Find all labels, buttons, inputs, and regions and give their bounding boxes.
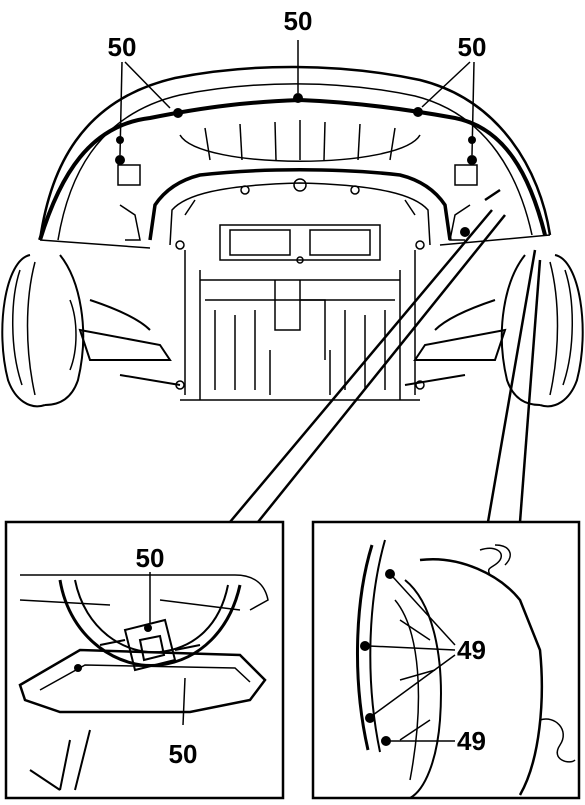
fastener-dots-50 — [115, 93, 477, 237]
inset-right-tyre — [419, 557, 544, 796]
inset-right-callout-upper: 49 — [457, 635, 486, 665]
callout-top-left: 50 — [108, 32, 137, 62]
inset-right-wheel-spokes — [399, 619, 436, 741]
inset-left: 50 50 — [4, 520, 285, 800]
fastener-50-low-right — [460, 227, 470, 237]
splash-shield-outline — [148, 168, 452, 241]
callout-top-center: 50 — [284, 6, 313, 36]
inset-left-bracket — [99, 618, 201, 672]
main-leader-lines — [119, 40, 475, 156]
side-brackets — [117, 164, 478, 241]
bumper-lower-lip — [39, 234, 551, 249]
main-view: 50 50 50 — [1, 6, 584, 523]
inset-left-callout-bottom: 50 — [169, 739, 198, 769]
left-wheel — [1, 254, 85, 408]
suspension-arms — [78, 299, 507, 386]
fastener-50-top-center — [293, 93, 303, 103]
inset-right-arch-liner — [356, 544, 374, 751]
inset-right-spring — [479, 544, 576, 763]
bumper-outline — [38, 65, 552, 241]
fastener-50-top-right-a — [413, 107, 423, 117]
right-wheel — [500, 254, 584, 408]
fastener-50-top-left-a — [173, 108, 183, 118]
undertray-holes — [175, 178, 425, 390]
projection-lines — [229, 188, 542, 523]
inset-left-hose — [58, 579, 242, 668]
inset-right: 49 49 — [311, 520, 581, 800]
inset-left-fastener-b — [74, 664, 82, 672]
fastener-dots-49 — [360, 569, 395, 746]
callout-top-right: 50 — [458, 32, 487, 62]
fastener-50-side-right — [467, 155, 477, 165]
inset-left-undertray — [18, 648, 267, 714]
inset-left-callout-top: 50 — [136, 543, 165, 573]
inset-right-leader-lines — [368, 576, 456, 742]
fastener-50-side-left — [115, 155, 125, 165]
splash-shield-inner — [169, 182, 431, 246]
inset-left-fastener-a — [144, 624, 152, 632]
grille-ribs — [179, 120, 421, 162]
undertray-ribs — [180, 199, 420, 401]
inset-right-callout-lower: 49 — [457, 726, 486, 756]
inset-right-frame — [311, 520, 581, 800]
